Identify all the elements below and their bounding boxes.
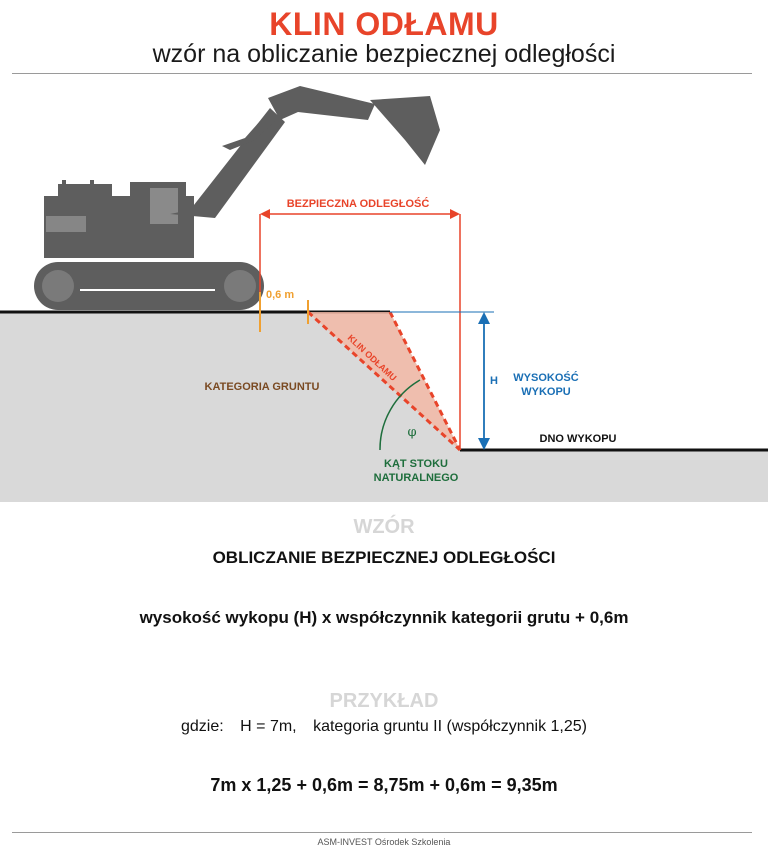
soil-category-label: KATEGORIA GRUNTU [205,381,320,393]
formula-text: wysokość wykopu (H) x współczynnik kateg… [139,608,629,627]
height-label-line2: WYKOPU [521,386,571,398]
excavator-icon [34,86,440,310]
excavation-diagram: BEZPIECZNA ODLEGŁOŚĆ 0,6 m KLIN ODŁAMU K… [0,86,768,502]
footer-divider [12,832,752,833]
arrowhead-left-icon [260,209,270,219]
example-result: 7m x 1,25 + 0,6m = 8,75m + 0,6m = 9,35m [210,775,558,795]
example-h-value: H = 7m, [240,718,297,735]
height-arrow-down-icon [478,438,490,450]
arrowhead-right-icon [450,209,460,219]
excavation-bottom-label: DNO WYKOPU [540,433,617,445]
example-heading: PRZYKŁAD [329,690,439,712]
wedge-slope-line [388,311,462,451]
angle-label-line1: KĄT STOKU [384,458,448,470]
height-label-line1: WYSOKOŚĆ [513,371,578,384]
page-subtitle: wzór na obliczanie bezpiecznej odległośc… [152,40,616,68]
height-symbol: H [490,375,498,387]
example-where: gdzie: [181,718,224,735]
page-title: KLIN ODŁAMU [269,6,499,42]
formula-heading: WZÓR [353,516,415,538]
ground-area [0,312,768,502]
height-arrow-up-icon [478,312,490,324]
angle-symbol: φ [407,425,416,440]
example-category: kategoria gruntu II (współczynnik 1,25) [313,718,587,735]
safe-distance-label: BEZPIECZNA ODLEGŁOŚĆ [287,197,430,210]
angle-label-line2: NATURALNEGO [374,472,459,484]
example-parameters: gdzie: H = 7m, kategoria gruntu II (wspó… [0,718,768,736]
formula-subheading: OBLICZANIE BEZPIECZNEJ ODLEGŁOŚCI [212,548,556,567]
offset-label: 0,6 m [266,289,294,301]
angle-arc [379,379,421,451]
header-divider [12,73,752,74]
wedge-slip-line [306,310,462,452]
footer-text: ASM-INVEST Ośrodek Szkolenia [317,837,451,847]
